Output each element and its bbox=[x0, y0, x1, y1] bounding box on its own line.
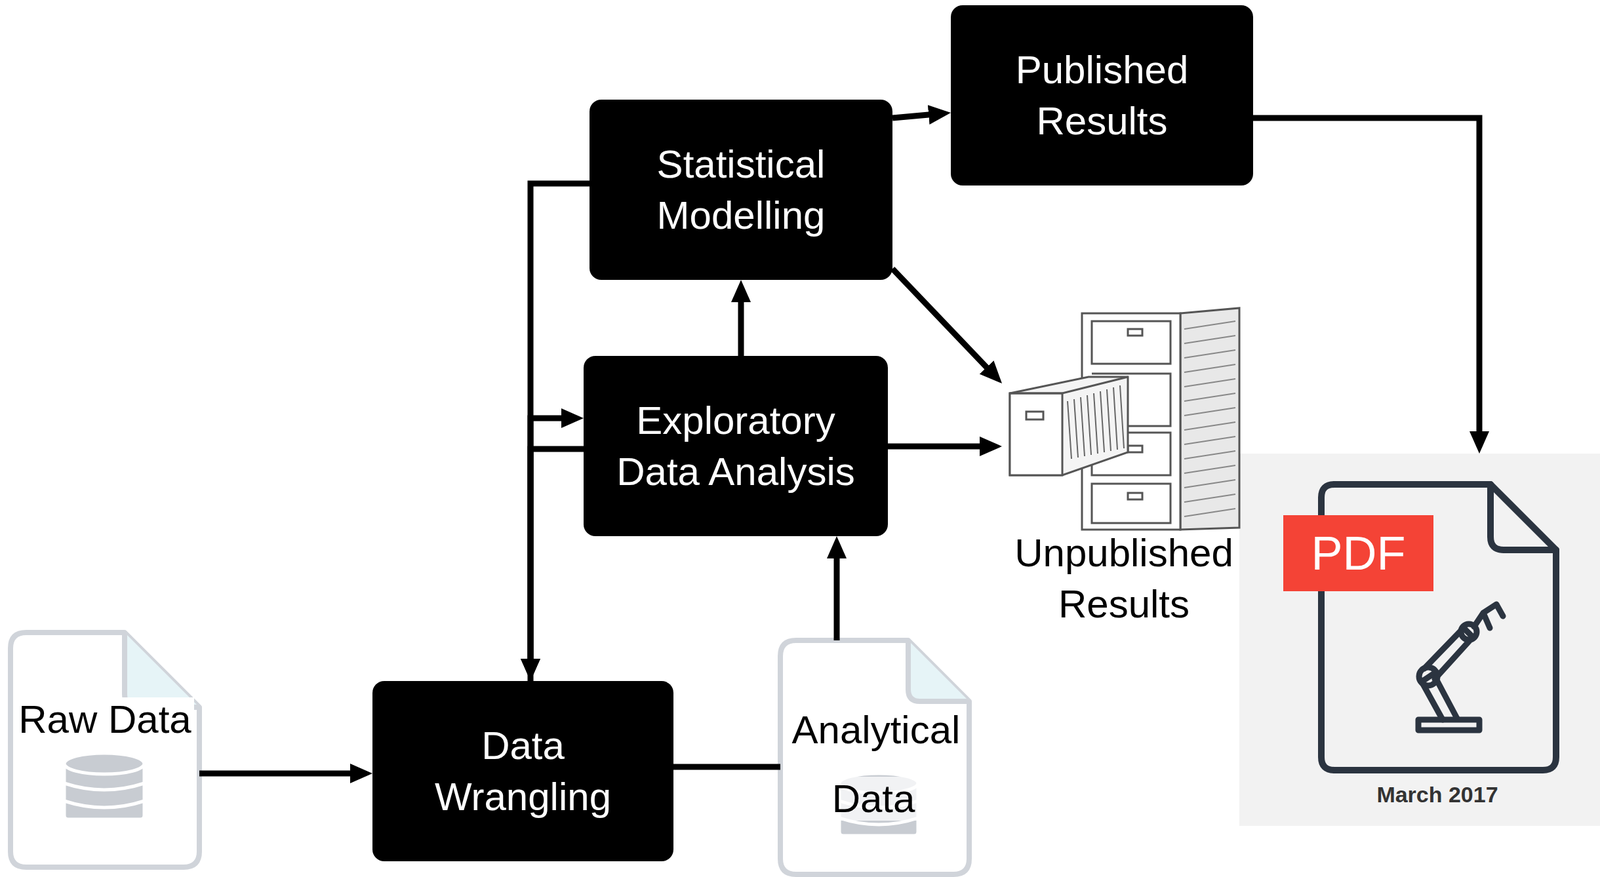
file-icon bbox=[10, 632, 200, 868]
process-box: Data Wrangling bbox=[372, 681, 674, 862]
filing-cabinet bbox=[1009, 377, 1128, 394]
filing-cabinet bbox=[1009, 308, 1240, 530]
cabinet-hatching bbox=[1184, 364, 1236, 373]
cabinet-hatching bbox=[1184, 350, 1236, 359]
pdf-panel bbox=[1239, 453, 1600, 827]
robot-arm-icon bbox=[1418, 720, 1480, 731]
cabinet-hatching bbox=[1184, 321, 1236, 517]
box-label: Statistical Modelling bbox=[609, 139, 873, 242]
file-folders bbox=[1106, 389, 1111, 452]
file-folders bbox=[1093, 393, 1098, 454]
arrow-connector bbox=[530, 418, 571, 682]
cabinet-hatching bbox=[1184, 321, 1236, 330]
filing-cabinet bbox=[1026, 411, 1044, 420]
process-box: Statistical Modelling bbox=[589, 99, 893, 280]
cabinet-hatching bbox=[1184, 436, 1236, 445]
file-icon bbox=[908, 640, 970, 702]
filing-cabinet bbox=[1009, 393, 1063, 476]
file-folders bbox=[1100, 391, 1105, 453]
filing-cabinet bbox=[1091, 483, 1171, 524]
cabinet-hatching bbox=[1184, 465, 1236, 474]
pdf-document: PDF March 2017 bbox=[1239, 453, 1600, 827]
arrow-connector bbox=[834, 549, 840, 641]
filing-cabinet bbox=[1127, 493, 1143, 500]
filing-cabinet bbox=[1180, 308, 1240, 530]
arrow-connector bbox=[530, 449, 584, 669]
cabinet-hatching bbox=[1184, 335, 1236, 344]
arrow-connector bbox=[199, 771, 360, 778]
cabinet-hatching bbox=[1184, 393, 1236, 402]
label-patch: Analytical Data bbox=[789, 708, 961, 821]
cabinet-hatching bbox=[1184, 422, 1236, 431]
file-icon bbox=[124, 632, 200, 708]
arrow-connector bbox=[892, 268, 993, 375]
process-box: Published Results bbox=[950, 5, 1254, 186]
archive-node: Unpublished Results bbox=[1001, 308, 1246, 620]
robot-arm-icon bbox=[1418, 604, 1503, 731]
file-icon bbox=[780, 640, 970, 875]
robot-arm-icon bbox=[1474, 604, 1503, 629]
file-icon bbox=[10, 632, 200, 868]
box-label: Data Wrangling bbox=[392, 720, 654, 823]
filing-cabinet bbox=[1091, 321, 1171, 364]
arrow-connector bbox=[1253, 118, 1480, 441]
process-box: Exploratory Data Analysis bbox=[583, 356, 888, 537]
database-symbol bbox=[64, 753, 145, 775]
pdf-badge: PDF bbox=[1283, 515, 1434, 592]
node-label: Analytical Data bbox=[773, 695, 977, 834]
arrow-connector bbox=[892, 114, 938, 119]
database-symbol bbox=[64, 753, 145, 820]
file-folders bbox=[1087, 395, 1092, 456]
data-file: Raw Data bbox=[10, 632, 200, 868]
cabinet-hatching bbox=[1184, 451, 1236, 460]
file-icon bbox=[780, 640, 970, 875]
file-folders bbox=[1067, 401, 1072, 460]
cabinet-hatching bbox=[1184, 508, 1236, 517]
file-folders bbox=[1120, 385, 1124, 449]
box-label: Published Results bbox=[970, 44, 1234, 147]
filing-cabinet bbox=[1127, 329, 1143, 336]
node-label: Unpublished Results bbox=[995, 527, 1253, 631]
file-folders bbox=[1113, 387, 1118, 450]
node-label: Raw Data bbox=[3, 696, 206, 744]
database-symbol bbox=[64, 783, 145, 791]
database-symbol bbox=[64, 801, 145, 808]
file-folders bbox=[1080, 397, 1085, 457]
document-icon bbox=[1490, 484, 1557, 551]
data-file: Analytical Data bbox=[780, 640, 970, 876]
cabinet-hatching bbox=[1184, 480, 1236, 488]
arrow-connector bbox=[738, 293, 745, 357]
filing-cabinet bbox=[1009, 377, 1128, 476]
arrow-connector bbox=[530, 183, 590, 669]
cabinet-hatching bbox=[1184, 494, 1236, 503]
file-folders bbox=[1067, 385, 1124, 460]
line-connector bbox=[673, 764, 781, 771]
cabinet-hatching bbox=[1184, 379, 1236, 387]
filing-cabinet bbox=[1127, 445, 1143, 453]
box-label: Exploratory Data Analysis bbox=[603, 395, 869, 498]
node-label: March 2017 bbox=[1337, 780, 1538, 810]
cabinet-hatching bbox=[1184, 407, 1236, 416]
arrow-connector bbox=[887, 443, 989, 450]
label-patch: Raw Data bbox=[15, 697, 194, 742]
file-folders bbox=[1074, 399, 1079, 458]
